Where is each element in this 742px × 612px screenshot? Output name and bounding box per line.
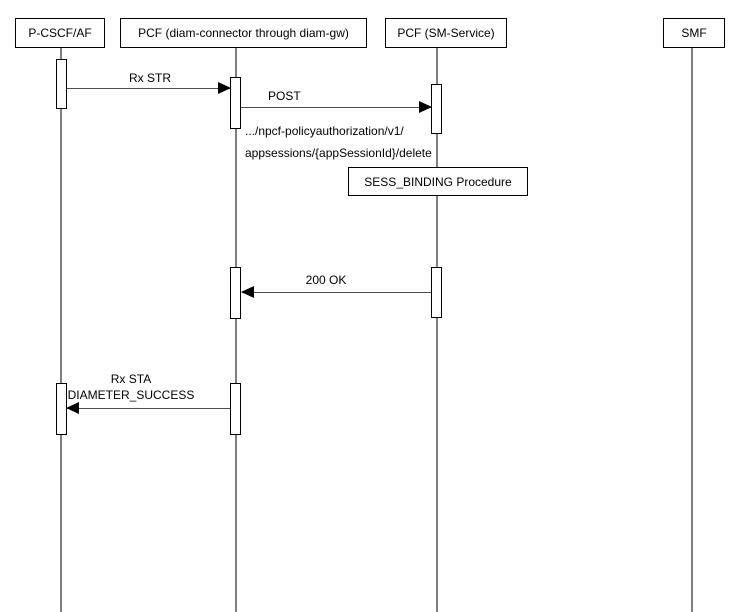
post-url-line-1: .../npcf-policyauthorization/v1/ bbox=[245, 124, 404, 138]
arrowhead-right-icon bbox=[218, 82, 231, 94]
activation-pcscf-af-1 bbox=[56, 59, 67, 109]
participant-label: PCF (SM-Service) bbox=[397, 26, 495, 40]
lifeline-smf bbox=[691, 48, 693, 612]
message-label-200-ok: 200 OK bbox=[305, 273, 347, 287]
message-arrow-200-ok bbox=[241, 286, 431, 298]
lifeline-pcf-sm-service bbox=[436, 48, 438, 612]
post-url-line-2: appsessions/{appSessionId}/delete bbox=[245, 146, 432, 160]
activation-pcf-diam-1 bbox=[230, 77, 241, 129]
participant-smf: SMF bbox=[663, 18, 725, 48]
arrowhead-left-icon bbox=[241, 286, 254, 298]
participant-pcf-diam-connector: PCF (diam-connector through diam-gw) bbox=[120, 18, 367, 48]
arrowhead-left-icon bbox=[66, 402, 79, 414]
activation-pcf-diam-3 bbox=[230, 383, 241, 435]
lifeline-pcscf-af bbox=[60, 48, 62, 612]
participant-label: P-CSCF/AF bbox=[28, 26, 92, 40]
message-label-rx-sta: Rx STA DIAMETER_SUCCESS bbox=[55, 371, 207, 403]
activation-pcf-sm-2 bbox=[431, 267, 442, 318]
message-label-rx-str: Rx STR bbox=[129, 71, 171, 85]
lifeline-pcf-diam-connector bbox=[235, 48, 237, 612]
procedure-box-sess-binding: SESS_BINDING Procedure bbox=[348, 167, 528, 196]
activation-pcf-diam-2 bbox=[230, 267, 241, 319]
message-arrow-post bbox=[241, 101, 432, 113]
procedure-box-label: SESS_BINDING Procedure bbox=[364, 174, 512, 189]
participant-pcscf-af: P-CSCF/AF bbox=[15, 18, 105, 48]
message-arrow-rx-str bbox=[67, 82, 231, 94]
message-arrow-rx-sta bbox=[66, 402, 230, 414]
participant-label: SMF bbox=[681, 26, 707, 40]
activation-pcf-sm-1 bbox=[431, 84, 442, 134]
rx-sta-line-2: DIAMETER_SUCCESS bbox=[67, 388, 195, 402]
message-sublabel-post-url: .../npcf-policyauthorization/v1/ appsess… bbox=[245, 120, 432, 164]
arrowhead-right-icon bbox=[419, 101, 432, 113]
participant-label: PCF (diam-connector through diam-gw) bbox=[138, 26, 349, 40]
rx-sta-line-1: Rx STA bbox=[110, 372, 152, 386]
message-label-post: POST bbox=[268, 89, 301, 103]
participant-pcf-sm-service: PCF (SM-Service) bbox=[385, 18, 507, 48]
